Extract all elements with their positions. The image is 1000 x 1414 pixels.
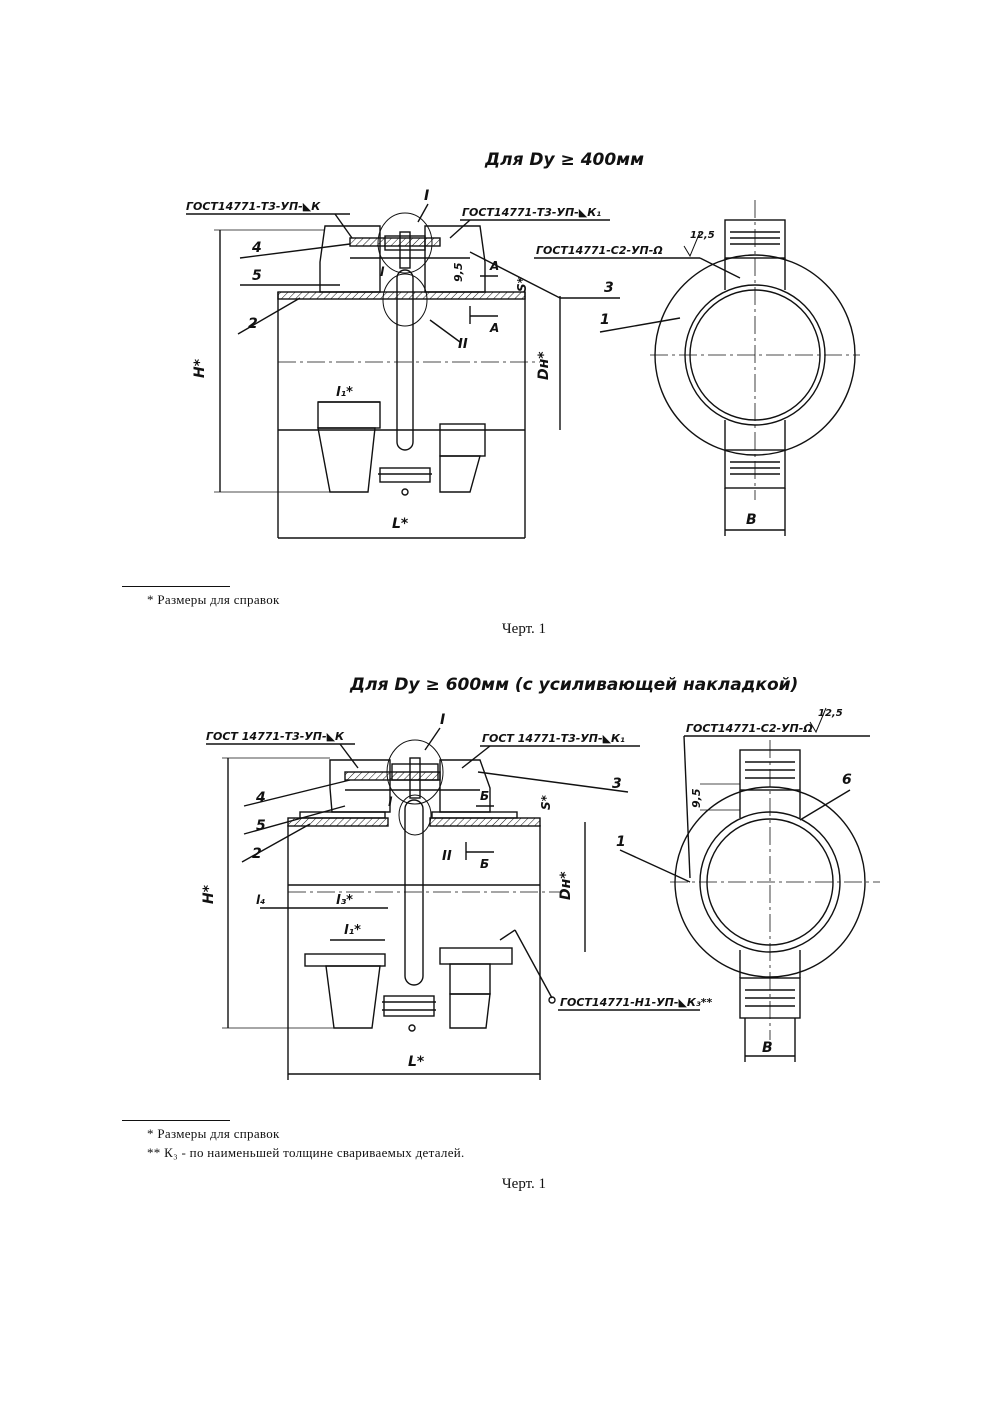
drawing-title: Для Dy ≥ 600мм (с усиливающей накладкой) [349,675,798,695]
front-view: H* L* Dн* l₄ l₃* l₁* l S* Б Б [201,739,712,1080]
weld-label-side: ГОСТ14771-С2-УП-Ω [536,244,663,257]
dim-B: B [746,512,757,528]
weld-label-right: ГОСТ14771-Т3-УП-◣К₁ [462,206,601,219]
weld-label-bottom: ГОСТ14771-Н1-УП-◣К₃** [560,996,712,1009]
dim-B: B [762,1040,773,1056]
footnote-reference-sizes: * Размеры для справок [147,592,280,607]
section-mark-top: Б [480,789,489,803]
front-view: H* L* Dн* l₁* l 9,5 S* А А [192,212,561,539]
pos-2: 2 [248,316,258,332]
caption-text: Черт. 1 [501,1176,547,1192]
pos-4: 4 [251,240,262,256]
pos-5: 5 [252,268,262,284]
pos-1: 1 [600,312,610,328]
caption-text: Черт. 1 [501,621,547,637]
drawing-dy600: Для Dy ≥ 600мм (с усиливающей накладкой)… [0,660,1000,1090]
footnote-rule [122,586,230,587]
dim-l: l [380,265,385,279]
footnote-reference-sizes: * Размеры для справок [147,1126,280,1141]
footnote-k3: ** К₃ - по наименьшей толщине свариваемы… [147,1145,465,1160]
weld-label-side: ГОСТ14771-С2-УП-Ω [686,722,813,735]
dim-Dn: Dн* [536,351,552,380]
pos-3: 3 [604,280,614,296]
weld-label-left: ГОСТ 14771-Т3-УП-◣К [206,730,345,743]
dim-S: S* [539,794,553,810]
section-mark-bottom: А [489,321,499,335]
view-I-label: I [424,188,429,204]
dim-l1: l₁* [344,923,361,938]
dim-Dn: Dн* [558,871,574,900]
section-mark-bottom: Б [480,857,489,871]
dim-L: L* [408,1054,425,1070]
dim-l: l [388,795,393,809]
view-II-label: II [442,849,452,864]
pos-1: 1 [616,834,626,850]
dim-H: H* [201,884,217,904]
roughness-mark: 12,5 [818,708,843,719]
roughness-mark: 12,5 [690,230,715,241]
dim-l4: l₄ [256,893,265,907]
figure-caption: Черт. 1 [0,621,1000,638]
footnote-rule [122,1120,230,1121]
view-II-label: II [458,337,468,352]
drawing-dy400: Для Dy ≥ 400мм ГОСТ14771-Т3-УП-◣К ГОСТ14… [0,0,1000,560]
pos-6: 6 [842,772,852,788]
section-mark-top: А [489,259,499,273]
pos-4: 4 [255,790,266,806]
dim-9-5: 9,5 [690,788,703,808]
dim-L: L* [392,516,409,532]
side-view: B 9,5 6 1 ГОСТ14771-С2-УП-Ω 12,5 [616,707,880,1062]
view-I-label: I [440,712,445,728]
pos-3: 3 [612,776,622,792]
weld-label-left: ГОСТ14771-Т3-УП-◣К [186,200,321,213]
drawing-title: Для Dy ≥ 400мм [484,150,644,170]
pos-5: 5 [256,818,266,834]
side-view: B 1 ГОСТ14771-С2-УП-Ω 12,5 [534,200,860,536]
dim-H: H* [192,358,208,378]
weld-label-right: ГОСТ 14771-Т3-УП-◣К₁ [482,732,625,745]
dim-l3: l₃* [336,893,353,908]
dim-9-5: 9,5 [452,262,465,282]
dim-l1: l₁* [336,385,353,400]
figure-caption: Черт. 1 [0,1176,1000,1193]
